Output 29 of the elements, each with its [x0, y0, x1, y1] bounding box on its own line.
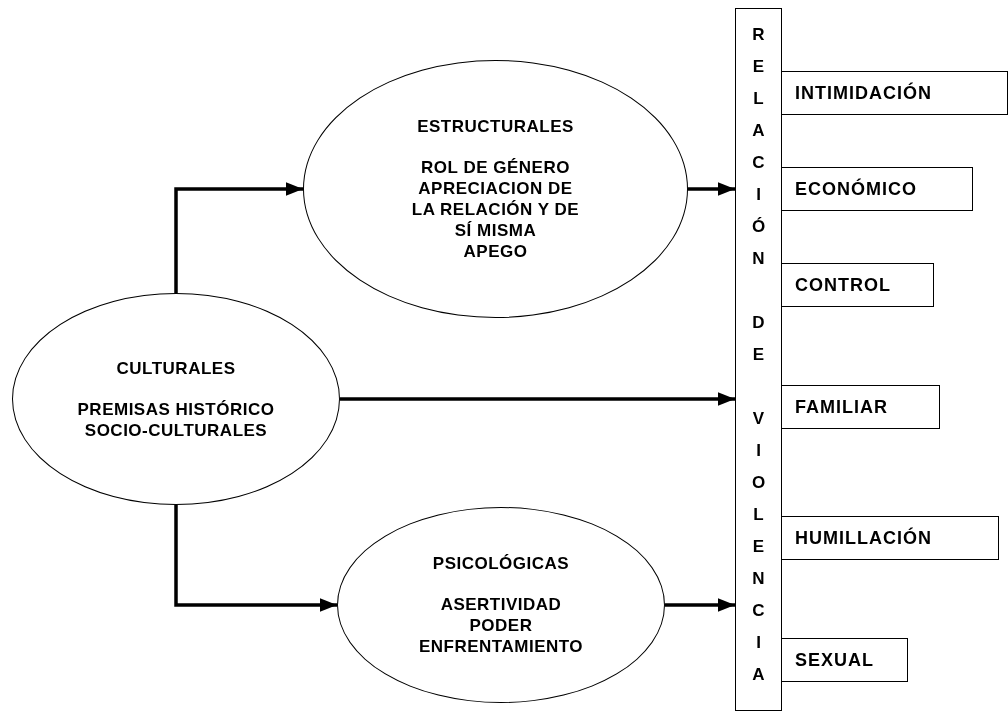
- category-label: INTIMIDACIÓN: [795, 82, 932, 104]
- arrow: [174, 182, 303, 293]
- node-text: PREMISAS HISTÓRICO SOCIO-CULTURALES: [76, 398, 276, 441]
- node-heading: ESTRUCTURALES: [417, 116, 574, 137]
- node-text: APRECIACION DE LA RELACIÓN Y DE SÍ MISMA: [410, 178, 581, 241]
- vertical-label: RELACIÓN DE VIOLENCIA: [750, 24, 767, 686]
- category-label: FAMILIAR: [795, 396, 888, 418]
- category-label: HUMILLACIÓN: [795, 527, 932, 549]
- node-text: ROL DE GÉNERO: [421, 157, 570, 178]
- category-box: [781, 71, 1008, 115]
- node-heading: PSICOLÓGICAS: [432, 553, 570, 574]
- arrow: [688, 182, 735, 196]
- node-text: APEGO: [463, 241, 528, 262]
- category-box: [781, 516, 999, 560]
- node-text: ENFRENTAMIENTO: [418, 636, 584, 657]
- category-box: [781, 385, 940, 429]
- category-label: ECONÓMICO: [795, 178, 917, 200]
- arrow: [174, 505, 337, 612]
- arrow: [340, 392, 735, 406]
- arrow: [665, 598, 735, 612]
- node-text: PODER: [469, 615, 533, 636]
- category-label: CONTROL: [795, 274, 891, 296]
- category-box: [781, 263, 934, 307]
- node-text: ASERTIVIDAD: [440, 594, 562, 615]
- category-box: [781, 167, 973, 211]
- category-label: SEXUAL: [795, 649, 874, 671]
- category-box: [781, 638, 908, 682]
- vertical-bar: [735, 8, 782, 711]
- node-heading: CULTURALES: [116, 357, 236, 379]
